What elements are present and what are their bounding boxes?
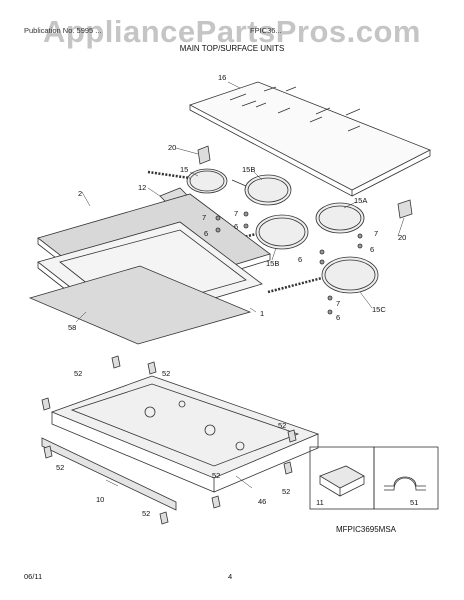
label-16: 16 (218, 73, 226, 82)
label-52-d: 52 (56, 463, 64, 472)
page-number: 4 (228, 572, 233, 581)
label-10: 10 (96, 495, 104, 504)
surface-element-15[interactable] (147, 168, 228, 194)
label-52-e: 52 (212, 471, 220, 480)
label-6-a: 6 (204, 229, 208, 238)
label-52-g: 52 (142, 509, 150, 518)
diagram-code: MFPIC3695MSA (336, 525, 397, 534)
label-46: 46 (258, 497, 266, 506)
watermark: AppliancePartsPros.com (43, 14, 421, 49)
label-7-c: 7 (374, 229, 378, 238)
leader-lines (75, 81, 405, 489)
label-6-c: 6 (370, 245, 374, 254)
label-15: 15 (180, 165, 188, 174)
publication-number: Publication No. 5995 ... (24, 26, 102, 35)
surface-element-15c[interactable] (267, 256, 379, 294)
label-7-b: 7 (234, 209, 238, 218)
surface-element-15a[interactable] (315, 202, 365, 234)
label-20-left: 20 (168, 143, 176, 152)
label-2: 2 (78, 189, 82, 198)
surface-element-15b-rear[interactable] (231, 174, 292, 206)
label-6-b: 6 (234, 222, 238, 231)
label-15c: 15C (372, 305, 386, 314)
section-title: MAIN TOP/SURFACE UNITS (179, 44, 285, 53)
label-52-f: 52 (282, 487, 290, 496)
label-20-right: 20 (398, 233, 406, 242)
inset-part-51[interactable] (373, 446, 439, 510)
label-11: 11 (316, 498, 324, 507)
screws[interactable] (215, 211, 363, 315)
label-15b-front: 15B (266, 259, 279, 268)
bottom-insulation[interactable] (28, 265, 252, 345)
label-6-d: 6 (298, 255, 302, 264)
label-1: 1 (260, 309, 264, 318)
label-51: 51 (410, 498, 418, 507)
label-12: 12 (138, 183, 146, 192)
part-labels: 16 20 15 15B 12 2 7 6 7 6 15A 7 6 20 15B… (56, 73, 418, 518)
bracket-left[interactable] (197, 145, 211, 165)
label-7-a: 7 (202, 213, 206, 222)
bracket-right[interactable] (397, 199, 413, 219)
label-52-a: 52 (74, 369, 82, 378)
label-52-b: 52 (162, 369, 170, 378)
label-15b-rear: 15B (242, 165, 255, 174)
glass-cooktop[interactable] (188, 81, 431, 197)
label-52-c: 52 (278, 421, 286, 430)
mounting-clips[interactable] (41, 355, 297, 525)
burner-box-chassis[interactable] (50, 375, 320, 493)
label-58: 58 (68, 323, 76, 332)
label-6-e: 6 (336, 313, 340, 322)
label-15a: 15A (354, 196, 367, 205)
front-trim[interactable] (41, 437, 177, 511)
model-number: FPIC36... (250, 26, 282, 35)
footer-date: 06/11 (24, 572, 43, 581)
surface-element-15b-front[interactable] (231, 214, 309, 250)
label-7-d: 7 (336, 299, 340, 308)
